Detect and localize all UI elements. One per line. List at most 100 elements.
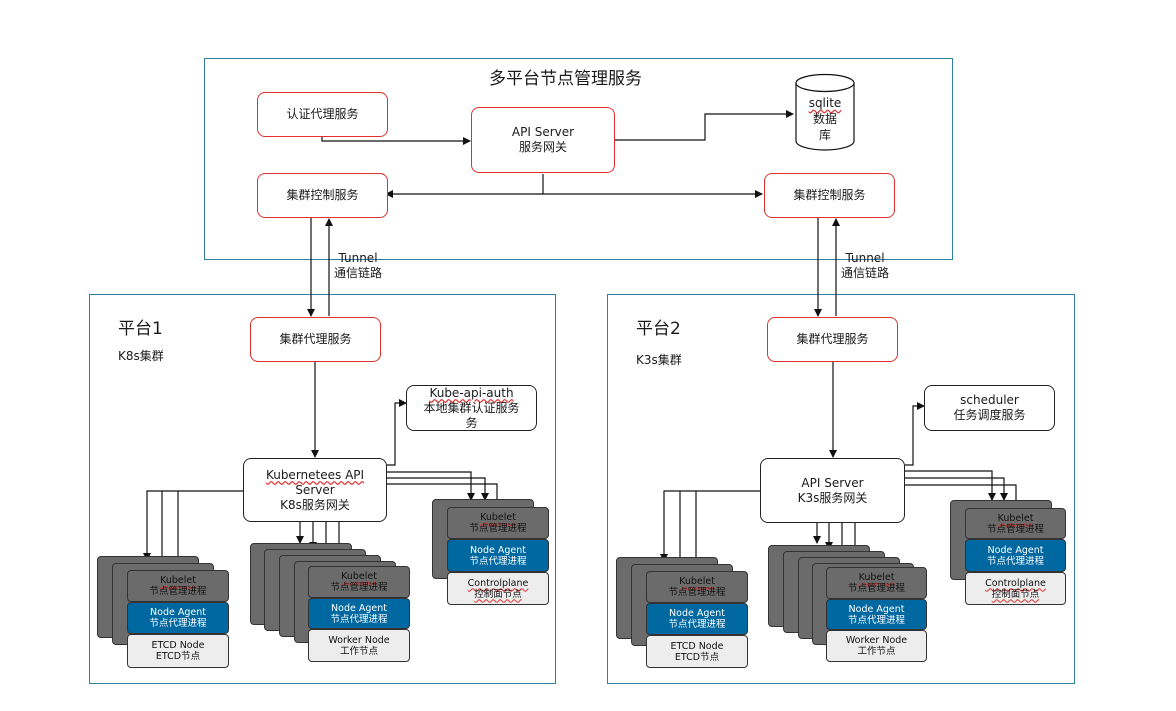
platform1-agent-label: 集群代理服务 [279, 332, 352, 346]
k3s-api-line1: API Server [801, 475, 864, 490]
tunnel-label-right: Tunnel 通信链路 [841, 251, 889, 281]
sqlite-label: sqlite [808, 96, 842, 110]
api-server-line2: 服务网关 [518, 140, 567, 154]
controlplane-node-card[interactable]: Kubelet 节点管理进程 Node Agent 节点代理进程 Control… [965, 508, 1066, 605]
platform1-subtitle: K8s集群 [118, 349, 164, 363]
database-icon [795, 73, 855, 151]
node-type-block: ETCD Node ETCD节点 [127, 634, 229, 668]
node-agent-desc: 节点代理进程 [149, 618, 207, 629]
node-type-desc: 工作节点 [339, 645, 378, 657]
kube-api-auth-service[interactable]: Kube-api-auth 本地集群认证服务 务 [406, 385, 537, 431]
node-type-label: ETCD Node [151, 640, 205, 651]
multi-platform-frame [204, 58, 953, 260]
kubelet-block: Kubelet 节点管理进程 [127, 570, 229, 602]
scheduler-line2: 任务调度服务 [953, 408, 1026, 422]
platform1-cluster-agent[interactable]: 集群代理服务 [250, 317, 381, 362]
kubelet-desc: 节点管理进程 [986, 523, 1044, 535]
kubelet-desc: 节点管理进程 [149, 586, 207, 597]
top-title: 多平台节点管理服务 [489, 69, 642, 89]
node-type-label: Controlplane [985, 577, 1046, 589]
scheduler-service[interactable]: scheduler 任务调度服务 [924, 385, 1055, 431]
etcd-node-card[interactable]: Kubelet 节点管理进程 Node Agent 节点代理进程 ETCD No… [646, 571, 748, 668]
node-agent-block: Node Agent 节点代理进程 [127, 602, 229, 634]
kube-api-auth-line3: 务 [465, 415, 478, 430]
node-type-label: Worker Node [328, 634, 390, 646]
kubernetes-api-server[interactable]: Kubernetees API Server K8s服务网关 [243, 458, 387, 522]
cluster-control-right[interactable]: 集群控制服务 [764, 173, 895, 218]
node-agent-desc: 节点代理进程 [668, 619, 726, 630]
node-type-desc: ETCD节点 [674, 651, 720, 663]
controlplane-node-card[interactable]: Kubelet 节点管理进程 Node Agent 节点代理进程 Control… [447, 507, 549, 605]
platform1-frame [89, 294, 556, 684]
kubelet-label: Kubelet [480, 512, 516, 523]
node-type-block: Controlplane 控制面节点 [965, 572, 1066, 605]
node-agent-block: Node Agent 节点代理进程 [646, 603, 748, 635]
k8s-api-line1: Kubernetees API [265, 467, 365, 482]
kubelet-block: Kubelet 节点管理进程 [308, 566, 410, 598]
worker-node-card[interactable]: Kubelet 节点管理进程 Node Agent 节点代理进程 Worker … [826, 567, 927, 662]
tunnel-label-left: Tunnel 通信链路 [334, 251, 382, 281]
node-agent-desc: 节点代理进程 [469, 555, 527, 567]
node-agent-desc: 节点代理进程 [847, 614, 905, 626]
etcd-node-card[interactable]: Kubelet 节点管理进程 Node Agent 节点代理进程 ETCD No… [127, 570, 229, 668]
node-agent-block: Node Agent 节点代理进程 [826, 599, 927, 630]
k3s-api-line2: K3s服务网关 [797, 490, 868, 505]
kubelet-desc: 节点管理进程 [469, 523, 527, 534]
node-agent-label: Node Agent [150, 607, 206, 618]
kubelet-block: Kubelet 节点管理进程 [965, 508, 1066, 539]
node-agent-label: Node Agent [987, 544, 1044, 556]
tunnel-left-line2: 通信链路 [334, 266, 383, 280]
node-type-label: Controlplane [467, 577, 529, 589]
node-type-block: Controlplane 控制面节点 [447, 572, 549, 605]
kubelet-label: Kubelet [160, 575, 196, 586]
kubelet-block: Kubelet 节点管理进程 [826, 567, 927, 599]
cluster-control-right-label: 集群控制服务 [793, 188, 866, 202]
kubelet-block: Kubelet 节点管理进程 [447, 507, 549, 539]
scheduler-line1: scheduler [960, 393, 1019, 407]
sqlite-database[interactable]: sqlite 数据 库 [795, 73, 855, 153]
node-agent-label: Node Agent [331, 602, 387, 614]
kubelet-label: Kubelet [679, 576, 715, 587]
kubelet-label: Kubelet [341, 571, 377, 582]
kubelet-desc: 节点管理进程 [668, 587, 726, 598]
node-type-desc: ETCD节点 [155, 651, 201, 662]
kubelet-block: Kubelet 节点管理进程 [646, 571, 748, 603]
kube-api-auth-line2: 本地集群认证服务 [423, 400, 520, 415]
node-agent-desc: 节点代理进程 [986, 555, 1044, 567]
node-agent-block: Node Agent 节点代理进程 [447, 539, 549, 572]
k8s-api-line2: Server [295, 482, 335, 497]
kubelet-desc: 节点管理进程 [330, 582, 388, 593]
node-type-label: ETCD Node [670, 640, 724, 652]
kube-api-auth-line1: Kube-api-auth [429, 385, 514, 400]
auth-proxy-service[interactable]: 认证代理服务 [257, 92, 388, 137]
api-server-line1: API Server [511, 125, 575, 139]
auth-proxy-label: 认证代理服务 [286, 107, 359, 121]
cluster-control-left[interactable]: 集群控制服务 [257, 173, 388, 218]
k3s-api-server[interactable]: API Server K3s服务网关 [760, 458, 905, 523]
node-agent-block: Node Agent 节点代理进程 [308, 598, 410, 629]
kubelet-desc: 节点管理进程 [847, 583, 905, 594]
platform2-cluster-agent[interactable]: 集群代理服务 [767, 317, 898, 362]
platform2-frame [607, 294, 1075, 684]
node-type-block: ETCD Node ETCD节点 [646, 635, 748, 668]
tunnel-right-line1: Tunnel [845, 251, 885, 265]
sqlite-line3: 库 [818, 128, 831, 142]
platform2-agent-label: 集群代理服务 [796, 332, 869, 346]
node-agent-label: Node Agent [470, 544, 526, 556]
kubelet-label: Kubelet [997, 512, 1034, 524]
platform2-subtitle: K3s集群 [636, 353, 682, 367]
node-agent-block: Node Agent 节点代理进程 [965, 539, 1066, 572]
tunnel-right-line2: 通信链路 [841, 266, 890, 280]
kubelet-label: Kubelet [858, 572, 895, 583]
worker-node-card[interactable]: Kubelet 节点管理进程 Node Agent 节点代理进程 Worker … [308, 566, 410, 662]
tunnel-left-line1: Tunnel [338, 251, 378, 265]
node-type-block: Worker Node 工作节点 [826, 630, 927, 662]
node-agent-label: Node Agent [669, 608, 725, 619]
node-type-desc: 工作节点 [857, 646, 896, 657]
node-type-label: Worker Node [845, 635, 908, 646]
sqlite-line2: 数据 [812, 112, 837, 126]
platform1-title: 平台1 [118, 319, 163, 339]
node-agent-label: Node Agent [848, 603, 905, 615]
api-server-gateway[interactable]: API Server 服务网关 [471, 107, 615, 173]
